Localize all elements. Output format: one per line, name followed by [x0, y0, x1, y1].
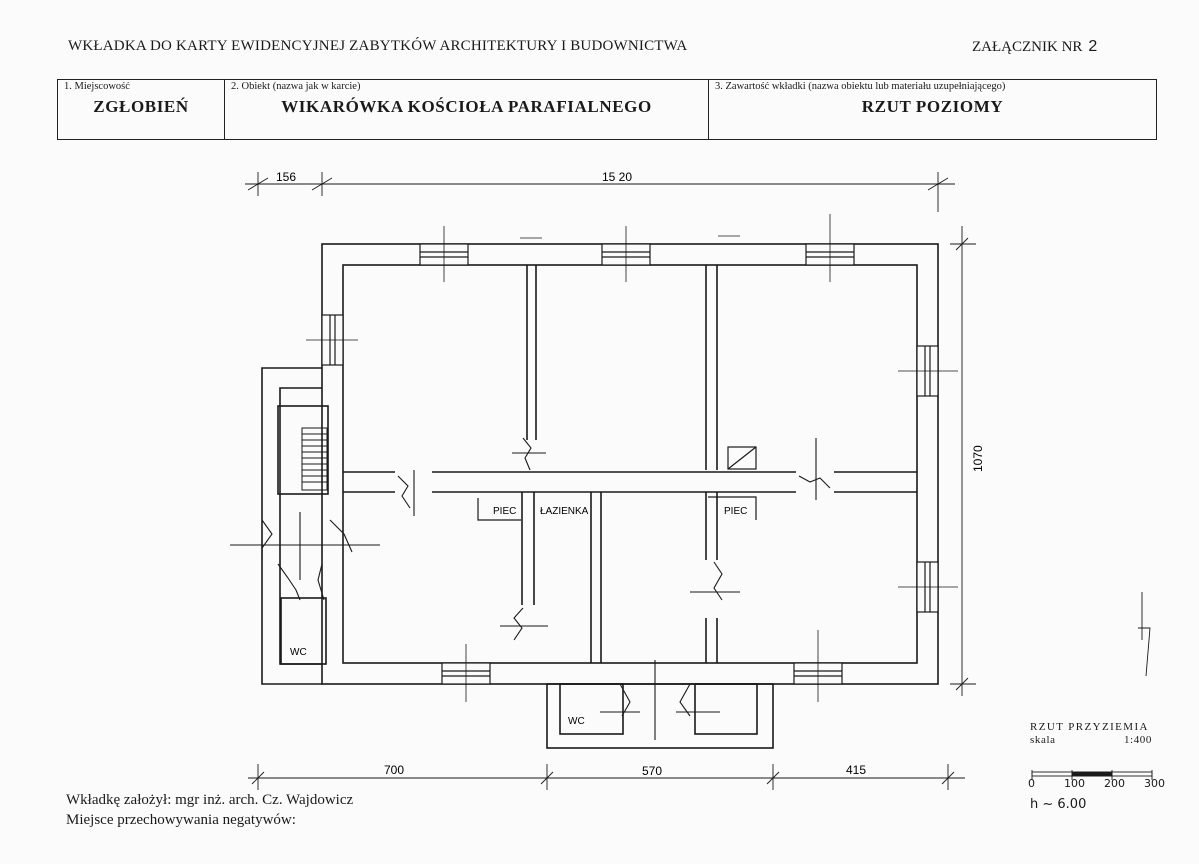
staircase: [301, 427, 328, 491]
annex-label-text: ZAŁĄCZNIK NR: [972, 39, 1083, 55]
object-label: 2. Obiekt (nazwa jak w karcie): [231, 81, 361, 92]
locality-label: 1. Miejscowość: [64, 81, 130, 92]
window-ticks: [306, 214, 958, 702]
fixtures: [477, 446, 757, 521]
scale-bar: [1031, 770, 1153, 780]
locality-value: ZGŁOBIEŃ: [93, 97, 189, 116]
content-value: RZUT POZIOMY: [861, 97, 1004, 116]
footer-author: Wkładkę założył: mgr inż. arch. Cz. Wajd…: [66, 792, 354, 808]
scale-tick-200: 200: [1104, 777, 1125, 790]
dim-right-total: 1070: [971, 445, 985, 472]
footer-negatives: Miejsce przechowywania negatywów:: [66, 812, 296, 828]
room-label-wc-1: WC: [290, 647, 307, 658]
room-label-lazienka: ŁAZIENKA: [540, 506, 589, 517]
legend-title: RZUT PRZYZIEMIA: [1030, 721, 1149, 733]
room-labels: PIEC ŁAZIENKA PIEC WC WC: [290, 506, 747, 727]
info-table: 1. Miejscowość ZGŁOBIEŃ 2. Obiekt (nazwa…: [57, 79, 1157, 140]
dim-bottom-3: 415: [846, 763, 866, 777]
legend-scale-value: 1:400: [1123, 734, 1152, 746]
dimension-labels: 156 15 20 1070 700 570 415: [276, 170, 985, 778]
content-cell: 3. Zawartość wkładki (nazwa obiektu lub …: [709, 80, 1156, 139]
dim-bottom-1: 700: [384, 763, 404, 777]
room-label-piec-2: PIEC: [724, 506, 747, 517]
annex-number: 2: [1088, 38, 1098, 55]
legend-scale: skala 1:400: [1030, 734, 1152, 746]
document-title: WKŁADKA DO KARTY EWIDENCYJNEJ ZABYTKÓW A…: [68, 38, 688, 54]
dim-top-total: 15 20: [602, 170, 632, 184]
height-note: h ~ 6.00: [1030, 797, 1087, 812]
doors: [230, 437, 831, 740]
room-label-piec-1: PIEC: [493, 506, 516, 517]
scale-tick-100: 100: [1064, 777, 1085, 790]
dimension-lines: [245, 172, 1151, 790]
legend-scale-label: skala: [1030, 734, 1056, 746]
room-label-wc-2: WC: [568, 716, 585, 727]
windows: [321, 243, 939, 685]
locality-cell: 1. Miejscowość ZGŁOBIEŃ: [58, 80, 225, 139]
content-label: 3. Zawartość wkładki (nazwa obiektu lub …: [715, 81, 1006, 92]
annex-label: ZAŁĄCZNIK NR 2: [972, 38, 1097, 56]
scale-tick-300: 300: [1144, 777, 1165, 790]
object-cell: 2. Obiekt (nazwa jak w karcie) WIKARÓWKA…: [225, 80, 709, 139]
scale-tick-0: 0: [1028, 777, 1035, 790]
dim-top-left: 156: [276, 170, 296, 184]
dim-bottom-2: 570: [642, 764, 662, 778]
object-value: WIKARÓWKA KOŚCIOŁA PARAFIALNEGO: [281, 97, 652, 116]
